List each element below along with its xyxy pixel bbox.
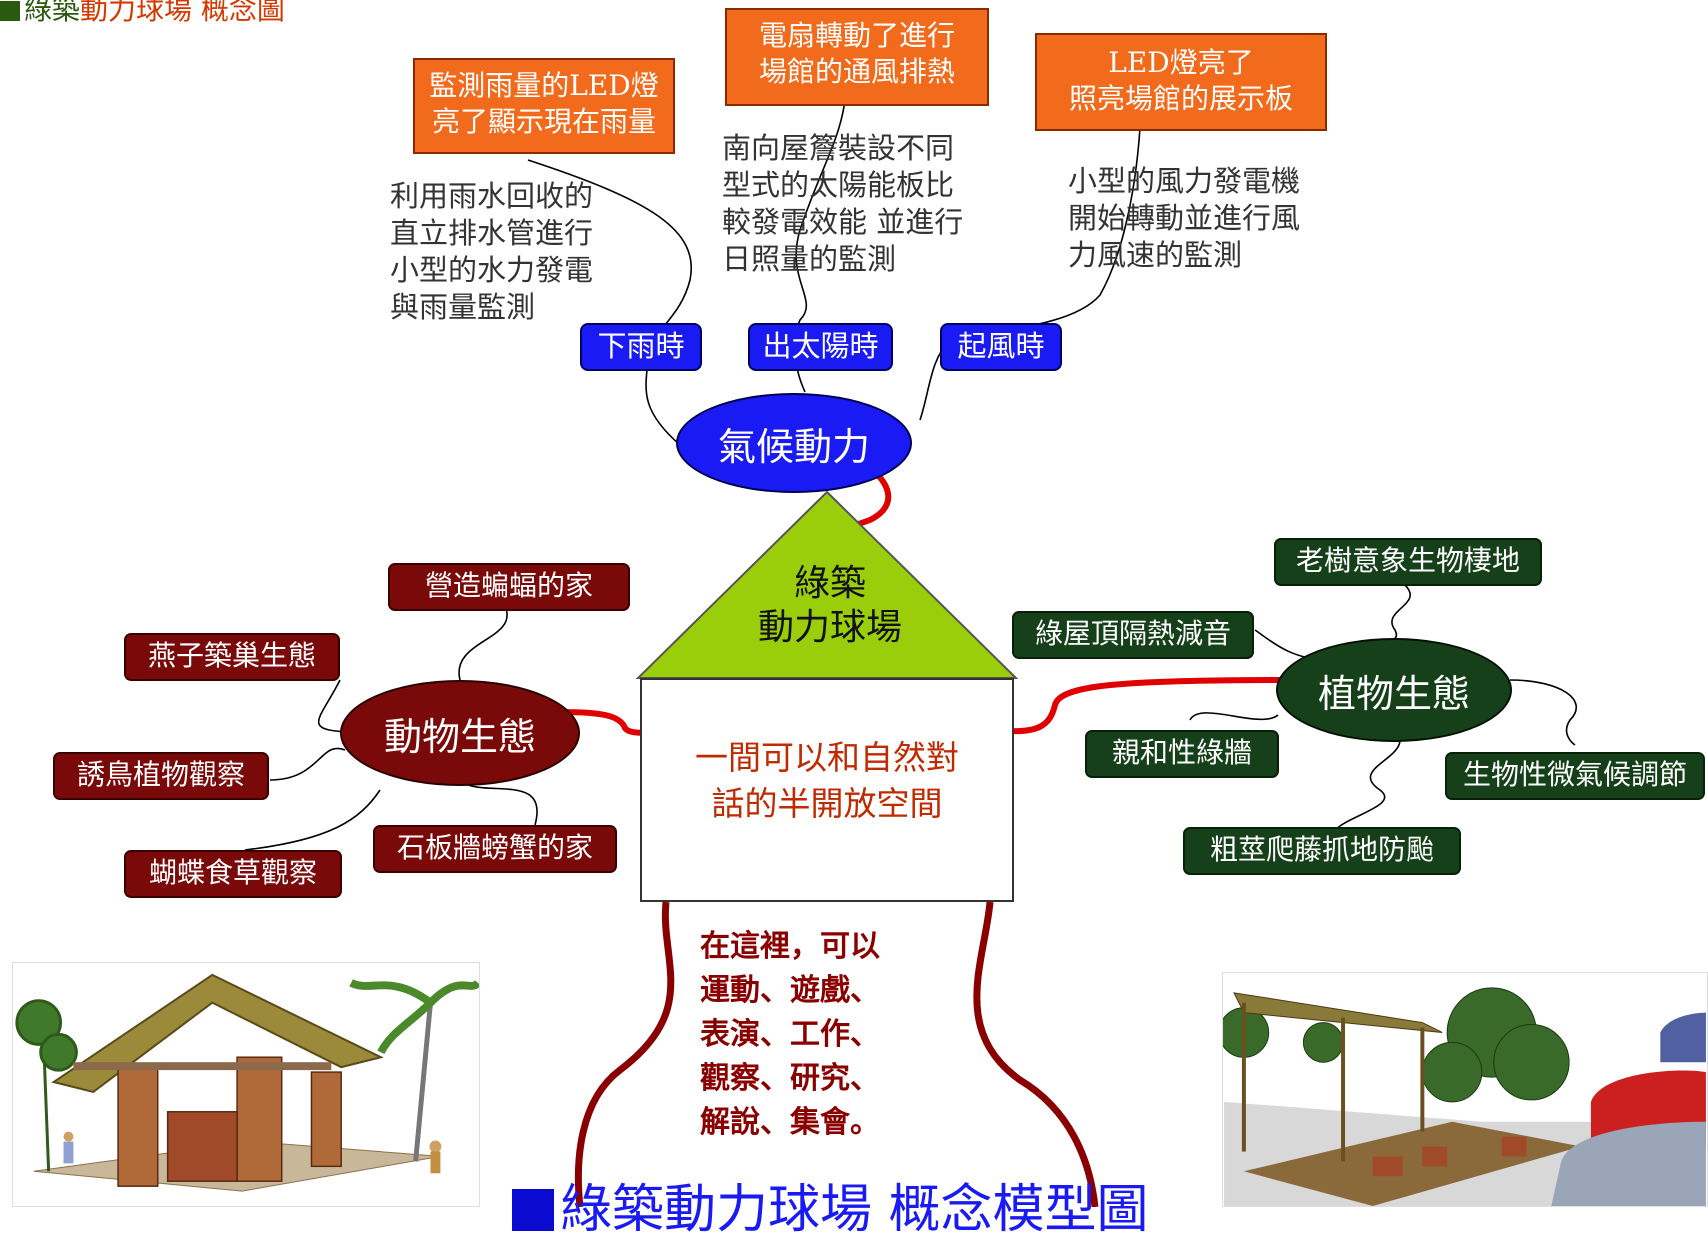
animal-item-butterfly: 蝴蝶食草觀察	[124, 850, 342, 898]
pavilion-model-image-left	[12, 962, 480, 1207]
roof-label: 綠築 動力球場	[757, 563, 902, 648]
orange-box-rain-led: 監測雨量的LED燈 亮了顯示現在雨量	[413, 58, 675, 154]
plant-ellipse: 植物生態	[1276, 638, 1512, 742]
desc-wind: 小型的風力發電機 開始轉動並進行風 力風速的監測	[1068, 164, 1301, 272]
tag-wind: 起風時	[940, 323, 1062, 371]
house-slogan: 一間可以和自然對 話的半開放空間	[695, 738, 959, 823]
climate-ellipse: 氣候動力	[676, 393, 912, 493]
plant-item-vine: 粗莖爬藤抓地防颱	[1183, 827, 1461, 875]
animal-item-swallow: 燕子築巢生態	[124, 633, 340, 681]
bottom-title-text: 綠築動力球場 概念模型圖	[560, 1180, 1149, 1240]
bottom-title: 綠築動力球場 概念模型圖	[512, 1180, 1149, 1240]
activities-text: 在這裡，可以 運動、遊戲、 表演、工作、 觀察、研究、 解說、集會。	[700, 929, 880, 1140]
animal-label: 動物生態	[383, 714, 536, 759]
animal-ellipse: 動物生態	[340, 680, 580, 786]
desc-rain: 利用雨水回收的 直立排水管進行 小型的水力發電 與雨量監測	[390, 179, 594, 324]
title-bullet	[0, 1, 20, 21]
pavilion-model-image-right	[1222, 972, 1708, 1207]
orange-box-led: LED燈亮了 照亮場館的展示板	[1035, 33, 1327, 131]
tag-sun: 出太陽時	[748, 323, 893, 371]
plant-item-microclimate: 生物性微氣候調節	[1445, 752, 1705, 800]
plant-item-greenroof: 綠屋頂隔熱減音	[1012, 611, 1254, 659]
plant-item-oldtree: 老樹意象生物棲地	[1274, 538, 1542, 586]
plant-label: 植物生態	[1317, 671, 1470, 716]
bottom-title-bullet	[512, 1189, 554, 1231]
desc-sun: 南向屋簷裝設不同 型式的太陽能板比 較發電效能 並進行 日照量的監測	[722, 131, 964, 276]
animal-item-bat: 營造蝙蝠的家	[388, 563, 630, 611]
climate-label: 氣候動力	[717, 424, 870, 469]
tag-rain: 下雨時	[580, 323, 702, 371]
page-title: 綠築動力球場 概念圖	[0, 0, 285, 30]
animal-item-crab: 石板牆螃蟹的家	[373, 825, 617, 873]
title-main: 動力球場 概念圖	[80, 0, 285, 26]
title-prefix: 綠築	[24, 0, 81, 26]
plant-item-greenwall: 親和性綠牆	[1085, 730, 1279, 778]
orange-box-fan: 電扇轉動了進行 場館的通風排熱	[725, 8, 989, 106]
animal-item-bird: 誘鳥植物觀察	[53, 752, 269, 800]
house-box	[640, 678, 1014, 902]
